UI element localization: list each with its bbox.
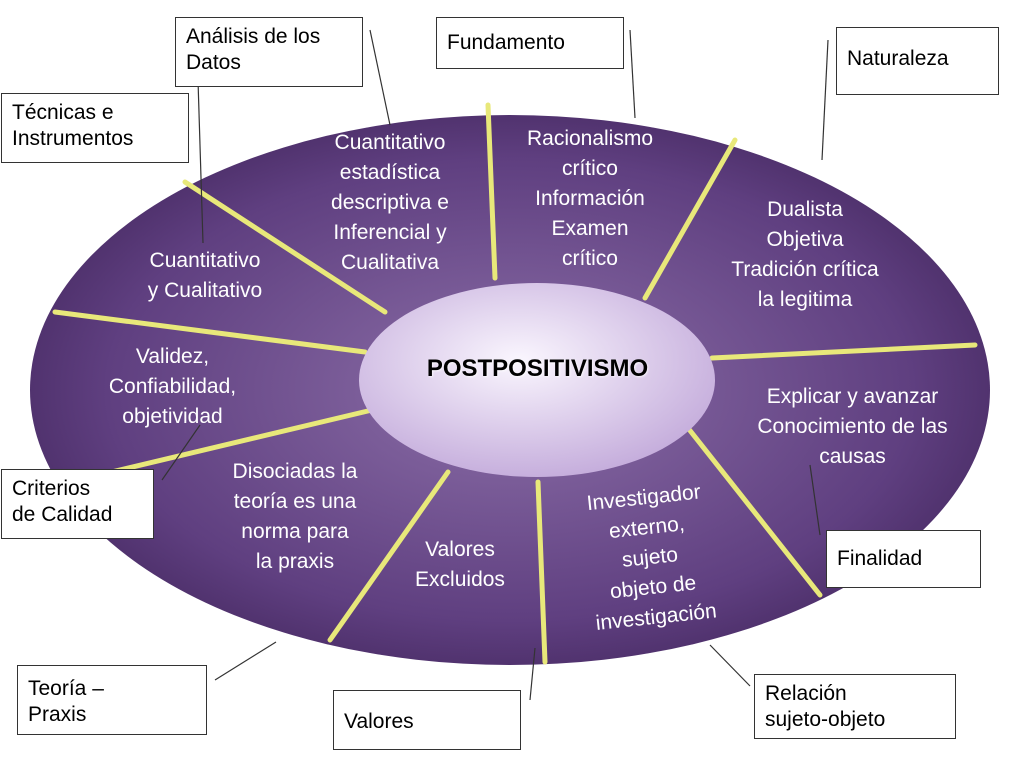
- label-relacion: Relación sujeto-objeto: [754, 674, 956, 739]
- label-naturaleza: Naturaleza: [836, 27, 999, 95]
- sector-analisis-text: Cuantitativo estadística descriptiva e I…: [331, 131, 449, 274]
- spoke-tecnicas-analisis: [182, 179, 388, 315]
- sector-criterios-text: Validez, Confiabilidad, objetividad: [108, 345, 237, 428]
- label-teoria-praxis: Teoría – Praxis: [17, 665, 207, 735]
- label-fundamento: Fundamento: [436, 17, 624, 69]
- spoke-criterios-tecnicas: [52, 309, 368, 355]
- sector-teoria-text: Disociadas la teoría es una norma para l…: [232, 460, 358, 573]
- label-tecnicas: Técnicas e Instrumentos: [1, 93, 189, 163]
- connector-relacion: [709, 644, 751, 687]
- connector-fundamento: [629, 29, 636, 119]
- connector-finalidad: [809, 464, 821, 536]
- center-title: POSTPOSITIVISMO: [426, 355, 649, 382]
- spoke-naturaleza-finalidad: [709, 342, 978, 361]
- spoke-valores-teoria: [327, 469, 451, 643]
- label-analisis: Análisis de los Datos: [175, 17, 363, 87]
- connector-criterios: [161, 424, 201, 481]
- label-criterios: Criterios de Calidad: [1, 469, 154, 539]
- connector-teoria: [214, 641, 277, 681]
- spoke-finalidad-relacion: [685, 425, 823, 598]
- spoke-relacion-valores: [535, 479, 548, 665]
- sector-relacion-text: Investigador externo, sujeto objeto de i…: [585, 480, 718, 635]
- connector-valores: [529, 647, 536, 701]
- connector-analisis: [369, 29, 391, 126]
- center-ellipse: [359, 283, 715, 477]
- sector-finalidad-text: Explicar y avanzar Conocimiento de las c…: [757, 385, 948, 468]
- label-finalidad: Finalidad: [826, 530, 981, 588]
- spoke-teoria-criterios: [75, 407, 375, 483]
- spoke-fundamento-naturaleza: [642, 137, 738, 301]
- sector-tecnicas-text: Cuantitativo y Cualitativo: [147, 249, 263, 302]
- sector-naturaleza-text: Dualista Objetiva Tradición crítica la l…: [731, 198, 879, 311]
- label-valores: Valores: [333, 690, 521, 750]
- connector-tecnicas: [197, 79, 204, 244]
- sector-valores-text: Valores Excluidos: [415, 538, 505, 591]
- spoke-analisis-fundamento: [485, 102, 498, 281]
- connector-naturaleza: [821, 39, 829, 161]
- sector-fundamento-text: Racionalismo crítico Información Examen …: [526, 127, 654, 270]
